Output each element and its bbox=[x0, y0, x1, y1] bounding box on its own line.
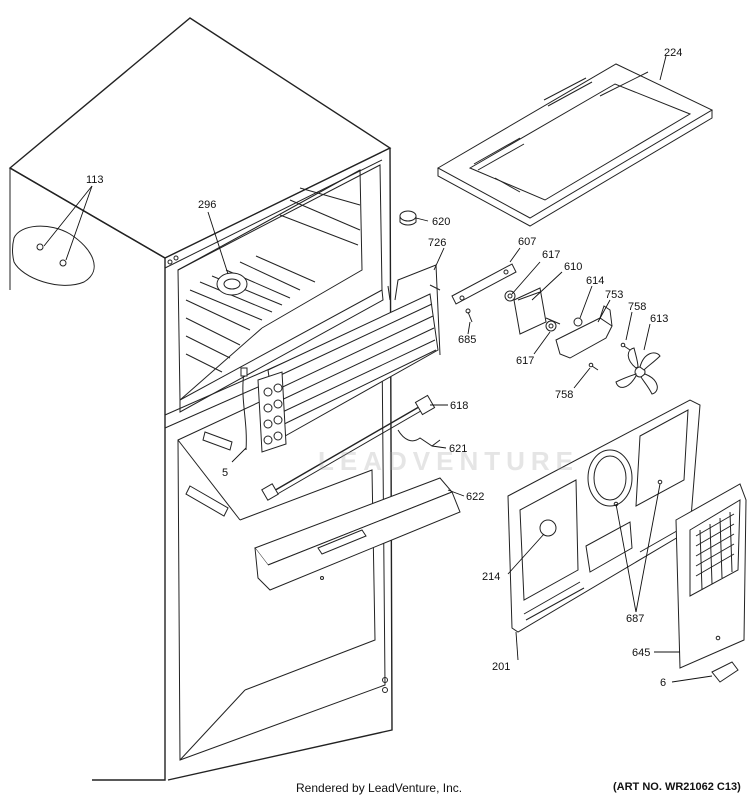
part-758-screw bbox=[588, 342, 631, 371]
callout-6: 6 bbox=[660, 677, 666, 689]
callout-614: 614 bbox=[586, 275, 604, 287]
callout-645: 645 bbox=[632, 647, 650, 659]
callout-758-top: 758 bbox=[628, 301, 646, 313]
part-621-clip bbox=[397, 429, 441, 447]
part-726-evaporator bbox=[257, 264, 441, 453]
callout-607: 607 bbox=[518, 236, 536, 248]
part-614-nut bbox=[573, 317, 583, 327]
callout-113: 113 bbox=[86, 174, 104, 186]
part-201-panel bbox=[507, 399, 701, 633]
watermark: LEADVENTURE bbox=[318, 446, 580, 476]
part-5-harness bbox=[240, 367, 248, 451]
callout-622: 622 bbox=[466, 491, 484, 503]
callout-201: 201 bbox=[492, 661, 510, 673]
part-610-motor bbox=[513, 287, 561, 335]
callout-214: 214 bbox=[482, 571, 500, 583]
art-number: (ART NO. WR21062 C13) bbox=[613, 781, 741, 793]
callout-617-bottom: 617 bbox=[516, 355, 534, 367]
callout-numbers: 113 296 620 726 607 617 610 614 753 758 … bbox=[86, 47, 682, 689]
part-645-cover bbox=[675, 483, 747, 669]
part-620 bbox=[399, 210, 417, 226]
part-622-trough bbox=[254, 477, 461, 591]
part-6-cap bbox=[711, 661, 739, 683]
callout-618: 618 bbox=[450, 400, 468, 412]
leader-lines bbox=[43, 55, 713, 683]
part-753-bracket bbox=[555, 305, 613, 359]
callout-224: 224 bbox=[664, 47, 682, 59]
callout-621: 621 bbox=[449, 443, 467, 455]
callout-726: 726 bbox=[428, 237, 446, 249]
callout-5: 5 bbox=[222, 467, 228, 479]
callout-296: 296 bbox=[198, 199, 216, 211]
callout-617-top: 617 bbox=[542, 249, 560, 261]
callout-610: 610 bbox=[564, 261, 582, 273]
callout-687: 687 bbox=[626, 613, 644, 625]
callout-685: 685 bbox=[458, 334, 476, 346]
callout-753: 753 bbox=[605, 289, 623, 301]
callout-620: 620 bbox=[432, 216, 450, 228]
callout-613: 613 bbox=[650, 313, 668, 325]
part-618-heater bbox=[261, 394, 436, 501]
part-607-bracket bbox=[451, 263, 517, 305]
part-685-screw bbox=[465, 308, 473, 323]
part-613-fan bbox=[615, 347, 661, 395]
callout-758-bottom: 758 bbox=[555, 389, 573, 401]
part-113-cover bbox=[12, 225, 95, 286]
part-224-shelf bbox=[436, 63, 714, 227]
freezer-floor-ribs bbox=[185, 255, 316, 373]
render-credit: Rendered by LeadVenture, Inc. bbox=[296, 781, 463, 795]
part-296-vent bbox=[216, 272, 248, 296]
